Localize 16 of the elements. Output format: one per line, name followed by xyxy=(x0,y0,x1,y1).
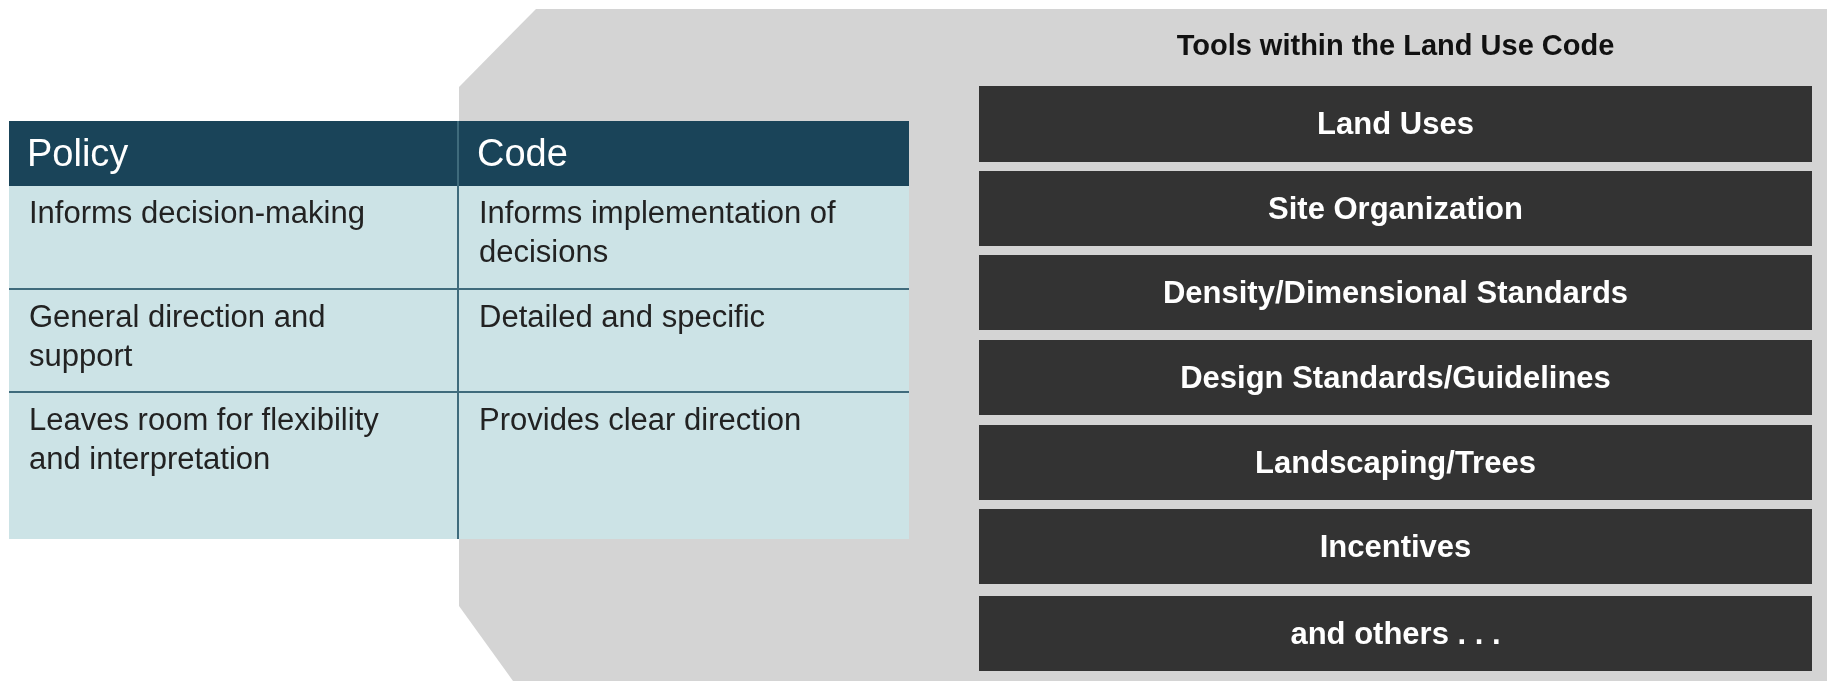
table-cell: Informs decision-making xyxy=(9,186,459,290)
table-cell: General direction and support xyxy=(9,290,459,393)
table-cell: Detailed and specific xyxy=(459,290,909,393)
category-bar: Design Standards/Guidelines xyxy=(979,340,1812,415)
table-cell: Informs implementation of decisions xyxy=(459,186,909,290)
table-header: Policy xyxy=(9,121,459,186)
category-bar: Incentives xyxy=(979,509,1812,584)
table-header: Code xyxy=(459,121,909,186)
table-cell: Provides clear direction xyxy=(459,393,909,539)
category-bar: Density/Dimensional Standards xyxy=(979,255,1812,330)
panel-heading: Tools within the Land Use Code xyxy=(1175,29,1616,62)
category-bar: Site Organization xyxy=(979,171,1812,246)
category-bar: and others . . . xyxy=(979,596,1812,671)
category-bar: Land Uses xyxy=(979,86,1812,162)
category-bar: Landscaping/Trees xyxy=(979,425,1812,500)
table-cell: Leaves room for flexibility and interpretation xyxy=(9,393,459,539)
